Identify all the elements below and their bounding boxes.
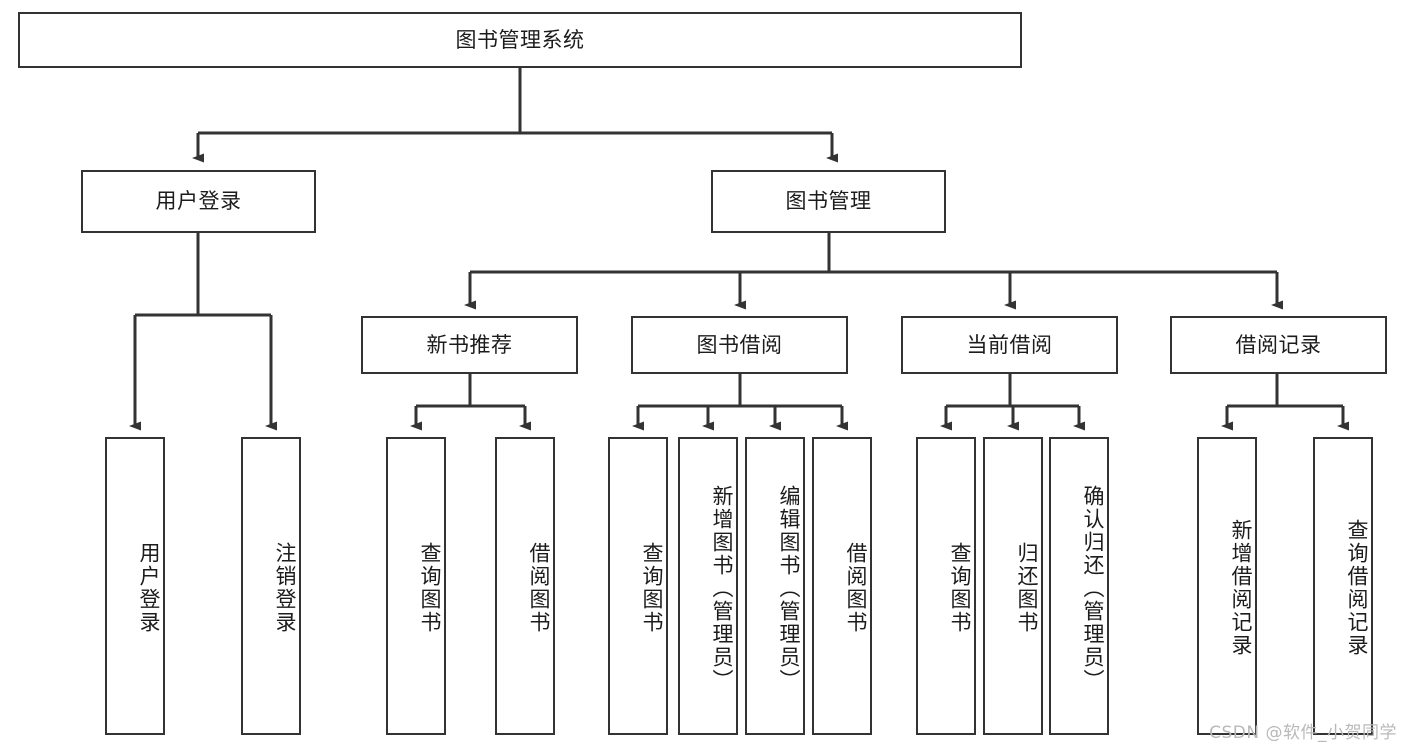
node-label: 查询图书 [948,542,972,634]
leaf-logout-login[interactable]: 注销登录 [241,437,301,735]
leaf-borrow-book-recommend[interactable]: 借阅图书 [495,437,555,735]
node-label: 编辑图书（管理员） [777,484,801,692]
node-label: 新增图书（管理员） [710,484,734,692]
node-label: 用户登录 [137,542,161,634]
node-label: 用户登录 [155,189,242,214]
leaf-edit-book-admin[interactable]: 编辑图书（管理员） [745,437,805,735]
leaf-add-book-admin[interactable]: 新增图书（管理员） [678,437,738,735]
node-label: 新增借阅记录 [1229,519,1253,657]
node-label: 查询图书 [418,542,442,634]
node-new-book-recommend[interactable]: 新书推荐 [361,316,578,374]
leaf-query-book-current[interactable]: 查询图书 [916,437,976,735]
node-label: 查询借阅记录 [1345,519,1369,657]
leaf-confirm-return-admin[interactable]: 确认归还（管理员） [1049,437,1109,735]
node-label: 借阅图书 [527,542,551,634]
node-label: 图书借阅 [696,332,783,357]
node-label: 借阅记录 [1235,332,1322,357]
leaf-return-book[interactable]: 归还图书 [983,437,1043,735]
node-current-borrow[interactable]: 当前借阅 [901,316,1118,374]
node-label: 新书推荐 [426,332,513,357]
node-user-login[interactable]: 用户登录 [81,170,316,233]
node-label: 借阅图书 [844,542,868,634]
node-book-manage[interactable]: 图书管理 [711,170,946,233]
csdn-watermark: CSDN @软件_小贺同学 [1209,723,1397,743]
leaf-query-borrow-record[interactable]: 查询借阅记录 [1313,437,1373,735]
node-label: 当前借阅 [966,332,1053,357]
leaf-query-book-borrow[interactable]: 查询图书 [608,437,668,735]
leaf-user-login[interactable]: 用户登录 [105,437,165,735]
node-label: 查询图书 [640,542,664,634]
leaf-borrow-book[interactable]: 借阅图书 [812,437,872,735]
node-label: 注销登录 [273,542,297,634]
node-label: 归还图书 [1015,542,1039,634]
leaf-query-book-recommend[interactable]: 查询图书 [386,437,446,735]
node-borrow-record[interactable]: 借阅记录 [1170,316,1387,374]
node-label: 图书管理 [785,189,872,214]
node-label: 图书管理系统 [455,27,585,52]
node-root-system[interactable]: 图书管理系统 [18,12,1022,68]
node-book-borrow[interactable]: 图书借阅 [631,316,848,374]
leaf-add-borrow-record[interactable]: 新增借阅记录 [1197,437,1257,735]
node-label: 确认归还（管理员） [1081,484,1105,692]
